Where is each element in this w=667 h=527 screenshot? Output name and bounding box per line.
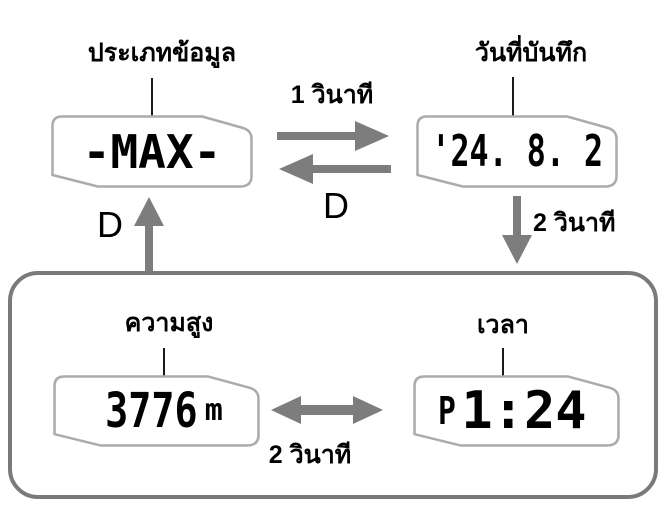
data-type-label: ประเภทข้อมูล [87,39,237,67]
record-detail-box [8,271,658,499]
lcd-panel-time: P 1:24 [413,375,620,447]
lcd-unit-meters: m [204,393,223,428]
arrow-double-horizontal-icon [271,396,383,424]
arrow-left-icon [279,154,391,184]
lcd-panel-outline-icon [416,115,618,188]
lcd-panel-altitude: 3776 m [53,375,260,447]
arrow-down-icon [502,196,532,264]
toggle-duration-label: 1 วินาที [290,81,374,109]
leader-line [512,77,514,126]
lcd-panel-outline-icon [51,115,253,188]
down-duration-label: 2 วินาที [533,209,616,237]
lcd-text-max: -MAX- [82,124,222,179]
arrow-up-icon [134,197,164,271]
time-label: เวลา [477,311,529,339]
lcd-panel-record-date: '24. 8. 2 [416,115,618,188]
altitude-label: ความสูง [124,309,214,337]
leader-line [163,348,165,378]
lcd-pm-indicator: P [438,389,457,433]
lcd-panel-data-type: -MAX- [51,115,253,188]
arrow-right-icon [277,121,389,151]
lcd-text-time: 1:24 [461,381,587,441]
leader-line [502,348,504,378]
lcd-panel-outline-icon [413,375,620,447]
leader-line [151,78,153,126]
bottom-duration-label: 2 วินาที [268,441,352,469]
lcd-panel-outline-icon [53,375,260,447]
lcd-text-date: '24. 8. 2 [431,125,603,177]
up-button-label: D [97,204,123,245]
lcd-text-altitude: 3776 [105,383,198,439]
record-date-label: วันที่บันทึก [474,39,588,67]
toggle-button-label: D [323,185,349,226]
